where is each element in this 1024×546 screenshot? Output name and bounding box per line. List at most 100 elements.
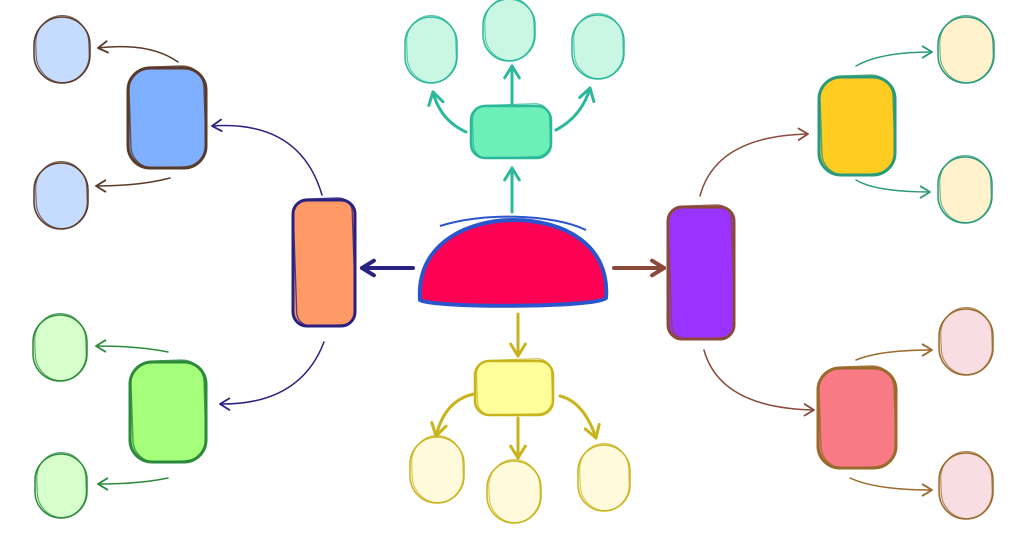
connector-line [431,90,468,134]
node-shape [417,218,609,308]
arrowhead [219,397,231,411]
connector-line [97,45,179,63]
node-shape [291,198,357,328]
sketch-stroke [471,103,551,159]
sketch-stroke [488,458,541,523]
subbranch-node-blue [126,65,208,170]
leaf-node-teal-1 [404,14,458,84]
node-shape [469,104,553,160]
arrowhead [509,342,527,358]
node-shape [938,452,994,520]
node-shape [482,0,536,62]
node-shape [126,66,208,170]
node-shape [817,75,897,177]
sketch-stroke [34,312,87,381]
connector-arrow [95,339,169,353]
leaf-node-gold-1 [937,14,995,84]
node-shape [571,14,625,80]
connector-line [855,179,931,193]
sketch-stroke [573,12,624,79]
sketch-stroke [939,154,992,223]
leaf-node-blue-1 [33,14,91,84]
arrowhead [95,179,107,193]
connector-line [97,477,169,485]
arrowhead [921,45,933,59]
connector-line [849,477,933,491]
arrowhead [503,166,521,182]
sketch-stroke [579,442,630,511]
node-shape [404,16,458,84]
subbranch-node-gold [817,74,897,177]
sketch-stroke [130,359,207,463]
connector-arrow [503,64,521,106]
connector-line [558,394,598,440]
sketch-stroke [475,358,553,416]
connector-arrow [849,477,933,497]
connector-arrow [855,179,931,199]
arrowhead [919,185,931,199]
connector-arrow [509,416,527,460]
connector-arrow [97,477,169,491]
node-shape [33,162,89,230]
connector-arrow [430,392,476,438]
connector-arrow [211,118,323,196]
arrowhead [803,403,815,417]
leaf-node-pink-2 [938,450,994,520]
arrowhead [95,339,107,353]
connector-line [554,86,592,132]
node-shape [937,156,993,224]
leaf-node-yellow-2 [486,458,542,524]
connector-line [699,133,809,197]
arrowhead [211,118,223,132]
central-topic-node [417,215,609,308]
arrowhead [427,90,445,107]
arrowhead [921,343,933,357]
connector-arrow [509,312,527,358]
branch-node-orange [291,197,357,328]
connector-line [855,51,933,67]
sketch-stroke [439,215,587,231]
leaf-node-teal-3 [571,12,625,80]
connector-line [95,177,171,187]
connector-arrow [612,258,666,278]
subbranch-node-green [128,359,208,464]
sketch-stroke [292,197,357,327]
connector-line [434,392,476,438]
sketch-stroke [411,434,464,503]
connector-line [219,341,325,405]
leaf-node-green-2 [34,451,88,519]
connector-arrow [703,349,815,417]
connector-arrow [360,258,415,278]
sketch-stroke [940,306,993,375]
arrowhead [578,86,596,103]
connector-arrow [699,127,809,197]
node-shape [32,314,88,382]
branch-node-purple [666,204,736,341]
arrowhead [97,40,109,54]
connector-arrow [97,40,179,63]
connector-layer [95,40,933,497]
leaf-node-green-1 [32,312,88,382]
leaf-node-pink-1 [938,306,994,376]
node-shape [409,436,465,504]
node-layer [32,0,995,524]
subbranch-node-pink [816,365,898,470]
node-shape [128,360,208,464]
leaf-node-blue-2 [33,160,89,230]
sketch-stroke [818,365,897,469]
arrowhead [360,258,376,278]
sketch-stroke [667,204,736,340]
arrowhead [921,483,933,497]
connector-arrow [503,166,521,214]
arrowhead [503,64,521,80]
sketch-stroke [128,65,207,169]
node-shape [938,308,994,376]
sketch-stroke [819,74,896,176]
connector-arrow [95,177,171,193]
branch-node-yellow [473,358,555,417]
leaf-node-teal-2 [482,0,536,62]
sketch-stroke [35,14,90,83]
arrowhead [583,422,601,440]
sketch-stroke [406,14,457,83]
